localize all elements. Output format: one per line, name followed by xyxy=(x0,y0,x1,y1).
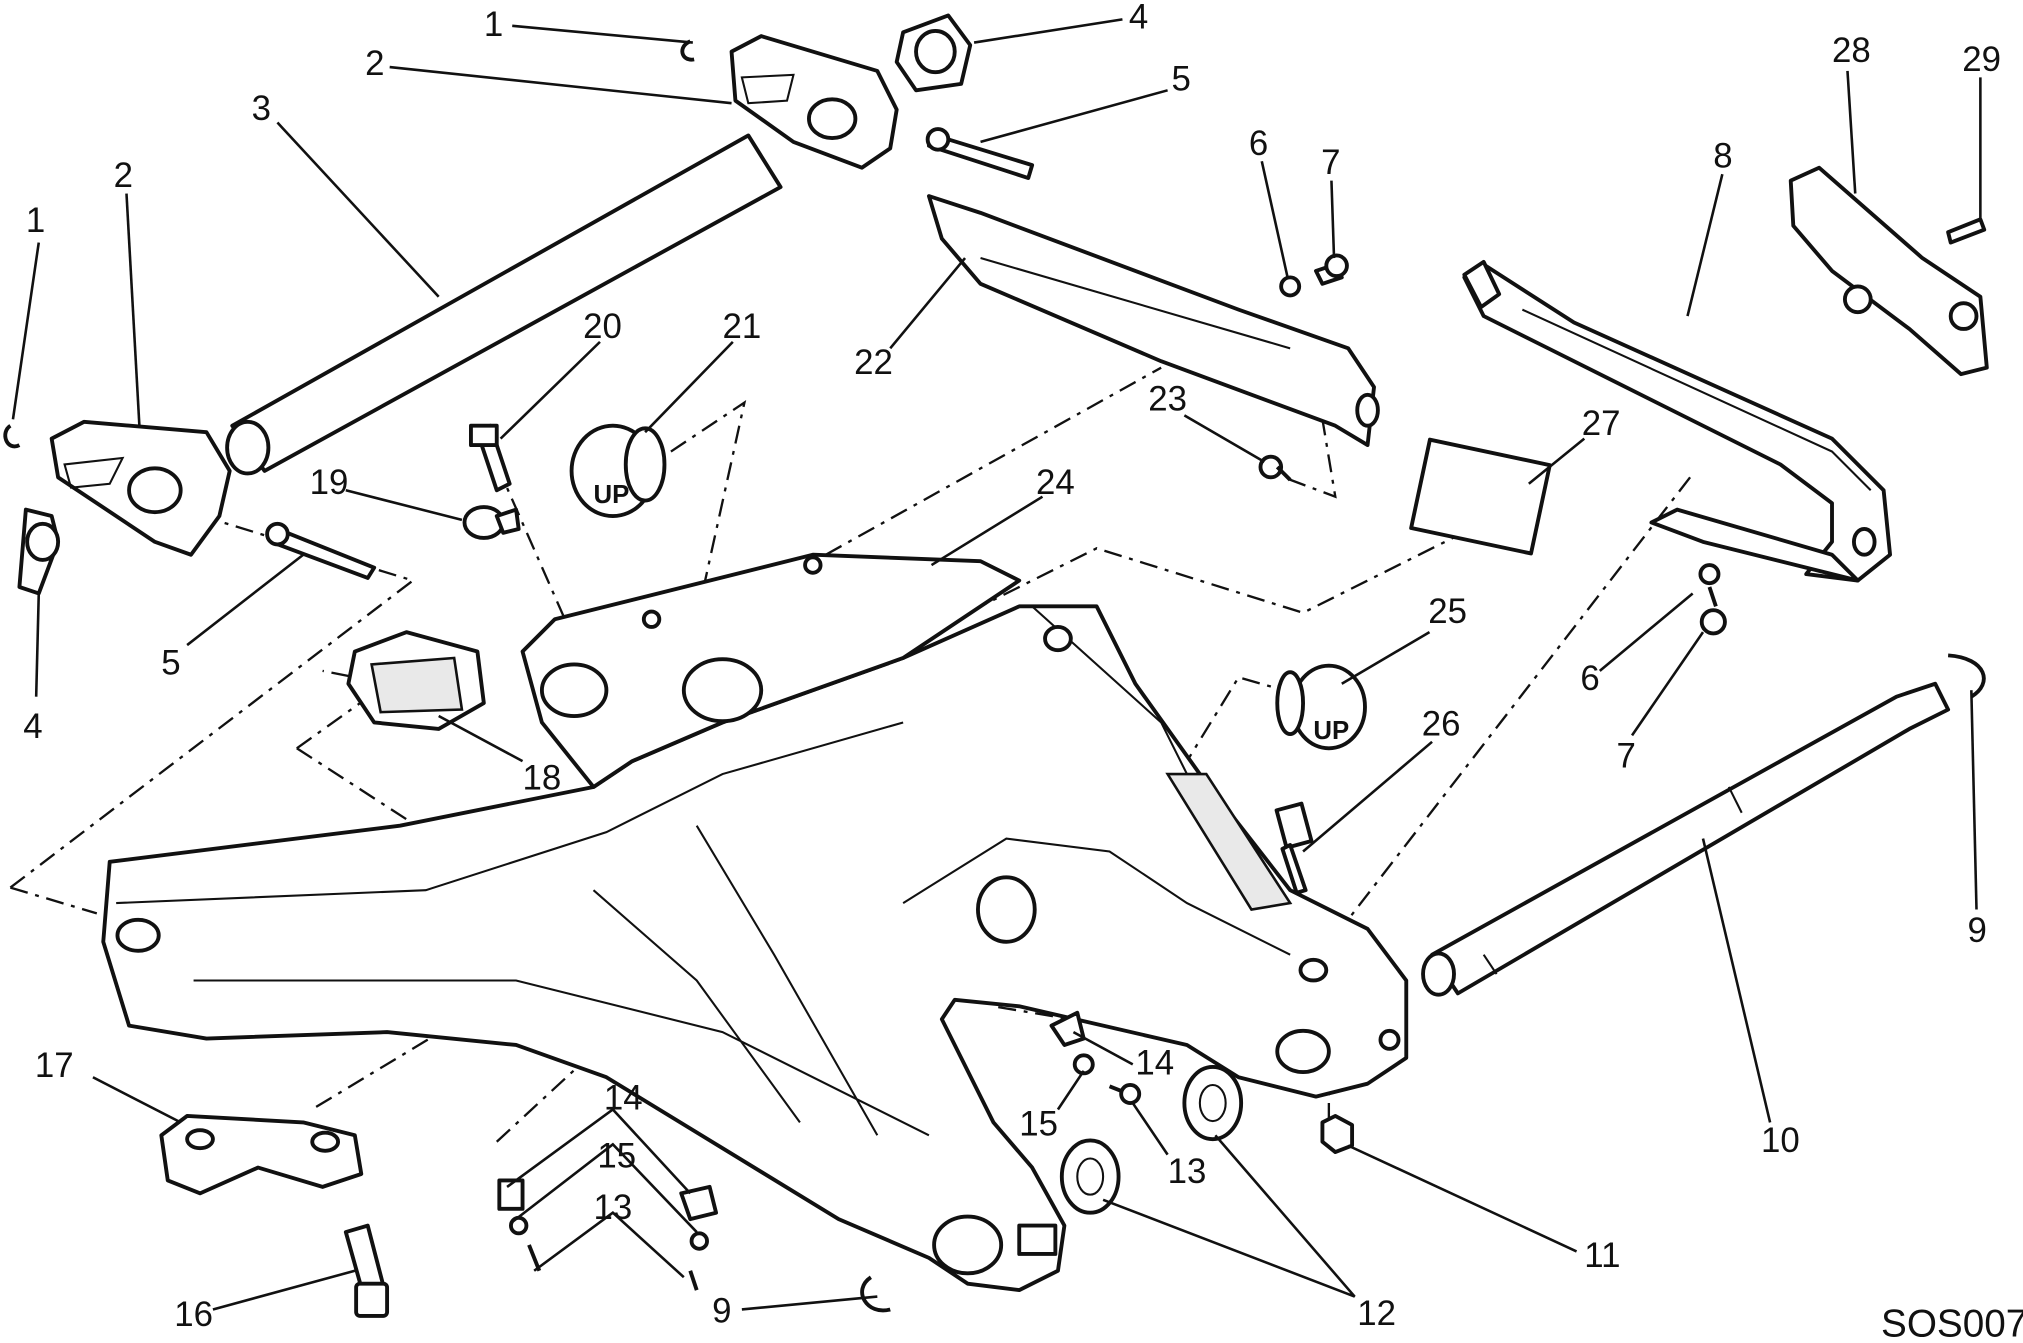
callout-4: 4 xyxy=(23,707,42,746)
callout-14: 14 xyxy=(604,1078,643,1117)
callout-21: 21 xyxy=(723,307,762,346)
callout-2: 2 xyxy=(365,44,384,83)
callout-24: 24 xyxy=(1036,463,1075,502)
callout-19: 19 xyxy=(310,463,349,502)
callout-12: 12 xyxy=(1357,1294,1396,1333)
callout-17: 17 xyxy=(35,1046,74,1085)
callout-15: 15 xyxy=(597,1137,636,1176)
callout-8: 8 xyxy=(1713,137,1732,176)
shield-plate xyxy=(1788,165,1989,377)
callout-20: 20 xyxy=(583,307,622,346)
adhesive-label-plate xyxy=(1409,437,1552,556)
left-chain-adjuster xyxy=(3,419,377,596)
callout-14: 14 xyxy=(1135,1044,1174,1083)
callout-13: 13 xyxy=(594,1188,633,1227)
callout-15: 15 xyxy=(1019,1104,1058,1143)
callout-27: 27 xyxy=(1582,404,1621,443)
axle-tube xyxy=(225,133,783,476)
top-chain-adjuster xyxy=(680,13,1035,180)
callout-6: 6 xyxy=(1249,124,1268,163)
callout-9: 9 xyxy=(712,1291,731,1330)
rubber-grommet-18 xyxy=(346,630,486,731)
leader-lines xyxy=(11,18,1982,1311)
callout-7: 7 xyxy=(1321,143,1340,182)
callout-22: 22 xyxy=(854,343,893,382)
callout-3: 3 xyxy=(252,89,271,128)
up-plug-21: UP xyxy=(569,423,667,518)
up-plug-25: UP xyxy=(1275,663,1367,751)
callout-1: 1 xyxy=(26,201,45,240)
callout-29: 29 xyxy=(1962,40,2001,79)
callout-11: 11 xyxy=(1584,1236,1620,1275)
callout-23: 23 xyxy=(1148,379,1187,418)
cap-label-25: UP xyxy=(1313,717,1349,745)
cap-label-21: UP xyxy=(594,481,630,509)
small-hardware xyxy=(159,217,1987,1318)
callout-13: 13 xyxy=(1168,1152,1207,1191)
callout-5: 5 xyxy=(1171,59,1190,98)
callout-5: 5 xyxy=(161,644,180,683)
rear-axle xyxy=(1421,653,1986,997)
callout-16: 16 xyxy=(174,1295,213,1334)
callout-6: 6 xyxy=(1580,659,1599,698)
callout-9: 9 xyxy=(1967,911,1986,950)
callout-26: 26 xyxy=(1422,704,1461,743)
swingarm-body xyxy=(101,552,1409,1293)
callout-numbers: 1 1 2 2 3 4 4 5 5 6 6 7 7 8 9 9 10 11 12… xyxy=(23,0,2001,1334)
callout-25: 25 xyxy=(1428,592,1467,631)
callout-7: 7 xyxy=(1617,737,1636,776)
callout-18: 18 xyxy=(523,759,562,798)
callout-28: 28 xyxy=(1832,31,1871,70)
callout-4: 4 xyxy=(1129,0,1148,36)
drawing-code: SOS00770 xyxy=(1881,1303,2023,1343)
callout-1: 1 xyxy=(484,5,503,44)
callout-2: 2 xyxy=(114,156,133,195)
callout-10: 10 xyxy=(1761,1121,1800,1160)
chain-guard xyxy=(926,194,1380,448)
chain-guide xyxy=(1462,259,1892,583)
